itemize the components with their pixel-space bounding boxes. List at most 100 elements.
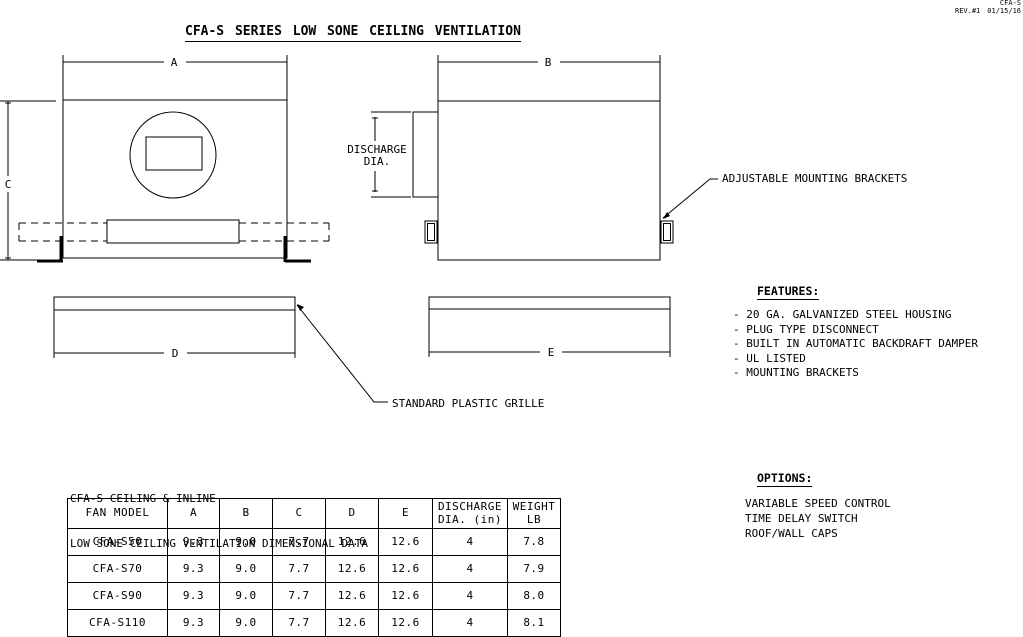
sheet-title: CFA-S SERIES LOW SONE CEILING VENTILATIO… [185,24,521,42]
dim-b-extension-lines [437,55,661,101]
cell-weight: 8.0 [507,582,561,610]
dim-b-label: B [545,56,552,69]
grille-side-outline [428,296,671,310]
discharge-duct [412,111,439,198]
bracket-leader-arrow [663,212,670,219]
dimensional-data-table: FAN MODEL A B C D E DISCHARGE DIA. (in) … [67,498,561,637]
cell-c: 7.7 [272,528,326,556]
table-row: CFA-S110 9.3 9.0 7.7 12.6 12.6 4 8.1 [67,609,561,637]
discharge-extension-lines [371,111,411,198]
cell-d: 12.6 [325,555,379,583]
cell-b: 9.0 [219,555,273,583]
dim-e-label: E [548,346,555,359]
feature-item: - UL LISTED [733,351,806,365]
cell-a: 9.3 [167,528,220,556]
bracket-left-dashed [18,222,107,242]
cell-a: 9.3 [167,609,220,637]
options-heading: OPTIONS: [757,471,813,487]
bracket-leader-line [662,178,718,219]
ceiling-flange-right [283,236,311,263]
grille-leader-arrow [297,304,304,311]
col-header-d: D [325,498,379,529]
table-header-row: FAN MODEL A B C D E DISCHARGE DIA. (in) … [67,498,561,529]
revision-date: 01/15/16 [987,7,1021,15]
cell-discharge-dia: 4 [432,582,508,610]
discharge-dia-label-line1: DISCHARGE [347,143,407,156]
grille-front-outline [53,296,296,311]
features-section: FEATURES: - 20 GA. GALVANIZED STEEL HOUS… [733,284,1023,381]
cell-c: 7.7 [272,555,326,583]
adjustable-brackets-callout: ADJUSTABLE MOUNTING BRACKETS [722,172,907,185]
cell-fan-model: CFA-S50 [67,528,168,556]
dim-c-line [5,101,11,260]
cell-a: 9.3 [167,555,220,583]
cell-d: 12.6 [325,609,379,637]
cell-weight: 7.8 [507,528,561,556]
dim-c-label: C [5,178,12,191]
cell-weight: 8.1 [507,609,561,637]
option-item: ROOF/WALL CAPS [745,527,838,540]
mounting-bracket-right [660,220,674,244]
grille-side-view: E [428,296,671,359]
option-item: TIME DELAY SWITCH [745,512,858,525]
cell-weight: 7.9 [507,555,561,583]
housing-side-outline [437,100,661,261]
dim-a-label: A [171,56,178,69]
plastic-grille-callout: STANDARD PLASTIC GRILLE [392,397,544,410]
option-item: VARIABLE SPEED CONTROL [745,497,891,510]
ceiling-flange-left [37,236,63,263]
fan-motor-outline [145,136,203,171]
dim-c-extension-lines [0,100,56,261]
revision-label: REV.#1 [954,7,981,15]
front-view: A C [0,55,330,263]
cell-fan-model: CFA-S90 [67,582,168,610]
dim-d-label: D [172,347,179,360]
cell-a: 9.3 [167,582,220,610]
feature-item: - MOUNTING BRACKETS [733,366,859,379]
cell-b: 9.0 [219,609,273,637]
cell-e: 12.6 [378,609,433,637]
col-header-e: E [378,498,433,529]
cell-e: 12.6 [378,555,433,583]
mounting-bracket-left [424,220,438,244]
cell-d: 12.6 [325,582,379,610]
cell-discharge-dia: 4 [432,528,508,556]
cell-c: 7.7 [272,609,326,637]
table-row: CFA-S50 9.3 9.0 7.7 12.6 12.6 4 7.8 [67,528,561,556]
grille-front-view: D STANDARD PLASTIC GRILLE [53,296,544,410]
cell-fan-model: CFA-S70 [67,555,168,583]
revision-line: REV.#1 01/15/16 [955,7,1021,15]
col-header-b: B [219,498,273,529]
feature-item: - 20 GA. GALVANIZED STEEL HOUSING [733,308,952,321]
cell-c: 7.7 [272,582,326,610]
options-section: OPTIONS: VARIABLE SPEED CONTROL TIME DEL… [745,471,1005,541]
table-row: CFA-S70 9.3 9.0 7.7 12.6 12.6 4 7.9 [67,555,561,583]
cell-fan-model: CFA-S110 [67,609,168,637]
discharge-dim-line [372,117,378,192]
cell-e: 12.6 [378,582,433,610]
col-header-weight: WEIGHT LB [507,498,561,529]
fan-inlet-circle [129,111,217,199]
dim-e-extension-lines [428,309,671,357]
col-header-fan-model: FAN MODEL [67,498,168,529]
grille-leader-line [296,304,388,403]
discharge-dia-label-line2: DIA. [364,155,391,168]
dim-d-extension-lines [53,310,296,358]
cell-d: 12.6 [325,528,379,556]
col-header-discharge-dia: DISCHARGE DIA. (in) [432,498,508,529]
cell-discharge-dia: 4 [432,609,508,637]
feature-item: - BUILT IN AUTOMATIC BACKDRAFT DAMPER [733,337,979,350]
bracket-housing [106,219,240,244]
cell-discharge-dia: 4 [432,555,508,583]
side-view: DISCHARGE DIA. B ADJUSTABLE MOUNTING BRA… [347,55,907,261]
col-header-a: A [167,498,220,529]
feature-item: - PLUG TYPE DISCONNECT [733,322,879,336]
col-header-c: C [272,498,326,529]
bracket-right-dashed [239,222,330,242]
cell-b: 9.0 [219,582,273,610]
cell-e: 12.6 [378,528,433,556]
cell-b: 9.0 [219,528,273,556]
